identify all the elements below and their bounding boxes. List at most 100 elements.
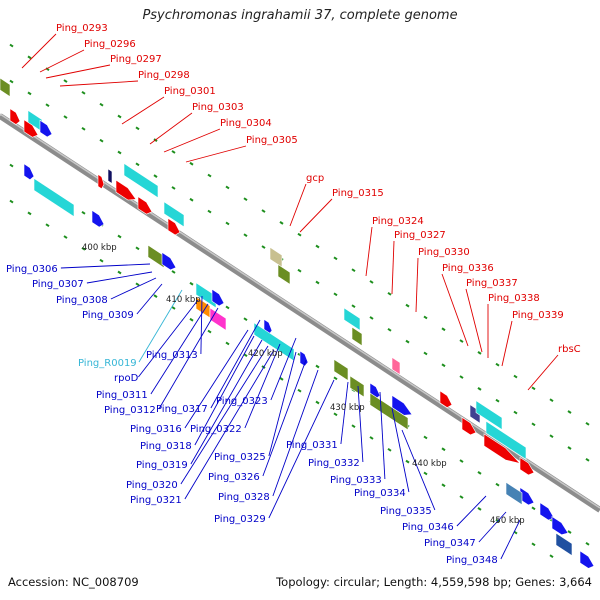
tick-mark [459,375,464,379]
gene-label: gcp [306,173,324,184]
tick-mark [441,483,446,488]
tick-mark [153,174,158,178]
tick-mark [531,422,536,427]
tick-mark [369,280,374,284]
gene-feature [351,326,363,347]
tick-mark [117,150,122,155]
ruler-label: 420 kbp [248,349,283,359]
tick-mark [45,103,50,108]
gene-feature [461,416,477,436]
tick-mark [171,150,176,154]
tick-mark [333,412,338,417]
tick-mark [351,268,356,272]
gene-label: Ping_0305 [246,135,298,146]
leader-line [357,385,364,463]
tick-mark [585,421,590,426]
gene-label: Ping_0304 [220,118,272,129]
gene-label: rpoD [114,373,139,384]
gene-feature [269,246,283,268]
gene-label: Ping_0315 [332,188,384,199]
leader-line [180,345,269,485]
gene-label: Ping_0306 [6,264,58,275]
gene-feature [23,163,35,181]
tick-mark [369,436,374,440]
leader-line [184,349,275,500]
tick-mark [135,162,140,167]
tick-mark [459,459,464,463]
tick-mark [585,541,590,546]
gene-feature [391,356,401,376]
tick-mark [477,507,482,511]
tick-mark [423,435,428,440]
gene-feature [555,532,573,557]
tick-mark [423,471,428,476]
tick-mark [351,424,356,428]
tick-mark [279,377,284,381]
gene-feature [91,209,105,228]
leader-line [194,335,255,446]
tick-mark [9,79,14,84]
leader-line [150,303,209,395]
tick-mark [423,315,428,320]
gene-feature [9,108,21,125]
tick-mark [387,291,392,296]
gene-feature [475,400,503,431]
tick-mark [117,270,122,275]
gene-feature [211,288,225,307]
gene-feature [349,375,365,398]
tick-mark [513,410,518,415]
leader-line [184,329,249,429]
tick-mark [315,280,320,285]
gene-feature [391,394,413,416]
gene-label: Ping_0319 [136,460,188,471]
tick-mark [585,457,590,462]
gene-label: Ping_0320 [126,480,178,491]
map-title: Psychromonas ingrahamii 37, complete gen… [142,8,458,23]
gene-feature [39,119,53,138]
gene-feature [107,168,113,185]
tick-mark [207,209,212,214]
tick-mark [243,233,248,238]
gene-label: Ping_0348 [446,555,498,566]
gene-label: Ping_0338 [488,293,540,304]
gene-label: Ping_0347 [424,538,476,549]
tick-mark [369,316,374,320]
tick-mark [135,246,140,251]
tick-mark [243,353,248,358]
tick-mark [81,247,86,251]
tick-mark [63,115,68,119]
tick-mark [225,305,230,310]
leader-line [210,319,261,409]
tick-mark [531,542,536,547]
tick-mark [549,434,554,438]
gene-feature [33,177,75,218]
gene-label: Ping_0322 [190,424,242,435]
leader-line [21,33,57,69]
gene-feature [505,481,523,506]
gene-feature [483,433,521,464]
leader-line [268,351,297,457]
genome-summary: Topology: circular; Length: 4,559,598 bp… [276,575,592,589]
tick-mark [9,199,14,204]
tick-mark [9,43,14,48]
tick-mark [261,245,266,249]
gene-label: Ping_0339 [512,310,564,321]
leader-line [527,354,559,391]
gene-features [0,77,595,569]
leader-line [39,49,85,73]
gene-label: Ping_0323 [216,396,268,407]
tick-mark [171,186,176,190]
tick-mark [567,446,572,450]
leader-line [200,295,203,355]
tick-mark [333,376,338,381]
tick-mark [189,161,194,166]
tick-mark [549,398,554,402]
tick-mark [333,292,338,297]
gene-label: Ping_0318 [140,441,192,452]
leader-line [501,320,513,367]
gene-feature [167,217,181,236]
tick-marks [9,43,590,558]
tick-mark [351,304,356,308]
tick-mark [387,327,392,332]
gene-label: Ping_0312 [104,405,156,416]
